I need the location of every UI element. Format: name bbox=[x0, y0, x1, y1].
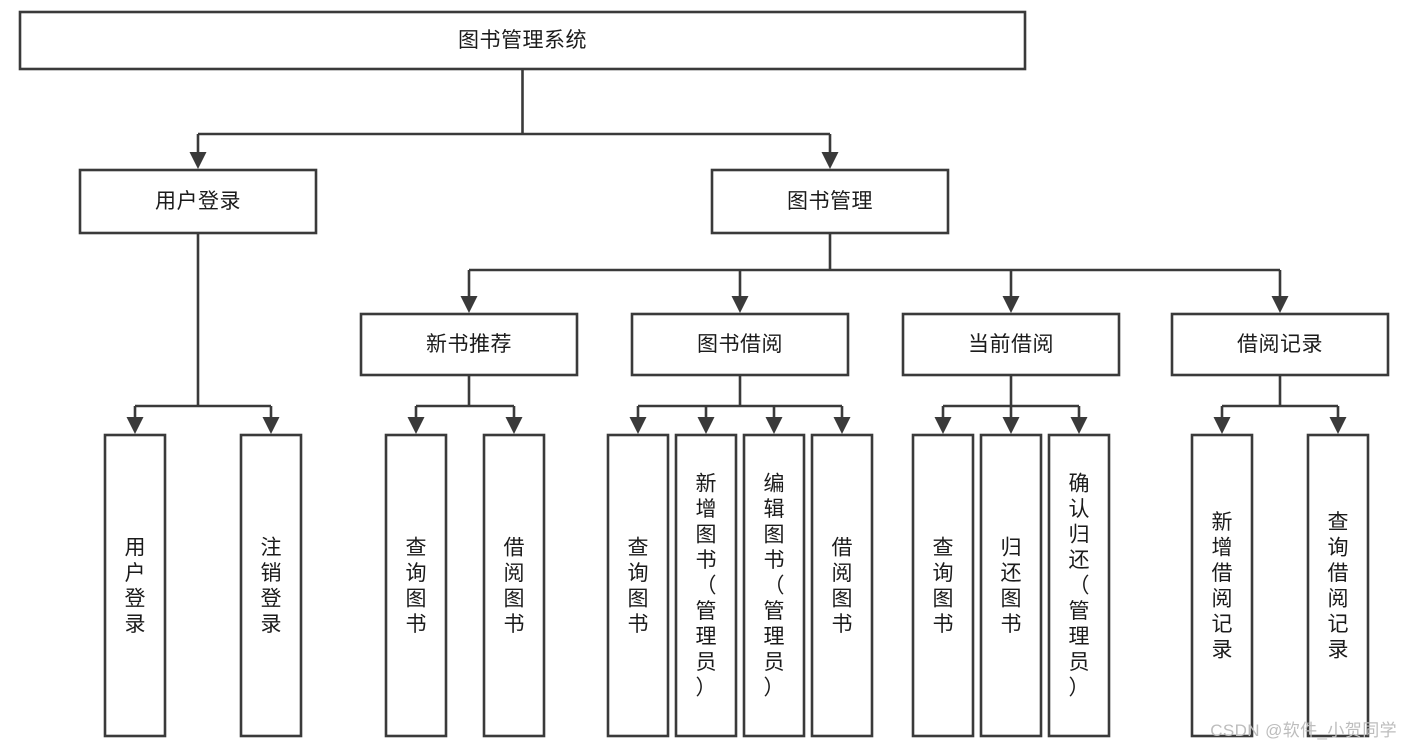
node-查询图书[interactable]: 查询图书 bbox=[911, 433, 975, 738]
node-box-leaf-12[interactable] bbox=[1306, 433, 1370, 738]
node-归还图书[interactable]: 归还图书 bbox=[979, 433, 1043, 738]
node-label: 确认归还（管理员） bbox=[1069, 473, 1090, 700]
arrow-head-icon bbox=[1002, 417, 1020, 434]
arrow-head-icon bbox=[1070, 417, 1088, 434]
node-用户登录[interactable]: 用户登录 bbox=[103, 433, 167, 738]
node-box-leaf-9[interactable] bbox=[979, 433, 1043, 738]
arrow-head-icon bbox=[697, 417, 715, 434]
node-用户登录[interactable]: 用户登录 bbox=[78, 168, 318, 235]
connector-layer bbox=[126, 69, 1347, 434]
arrow-head-icon bbox=[821, 152, 839, 169]
node-box-level3-0[interactable] bbox=[359, 312, 579, 377]
node-新书推荐[interactable]: 新书推荐 bbox=[359, 312, 579, 377]
node-label: 图书管理系统 bbox=[458, 29, 587, 52]
node-确认归还管理员[interactable]: 确认归还（管理员） bbox=[1047, 433, 1111, 738]
arrow-head-icon bbox=[189, 152, 207, 169]
node-box-leaf-4[interactable] bbox=[606, 433, 670, 738]
node-label: 借阅图书 bbox=[504, 536, 525, 636]
arrow-head-icon bbox=[460, 296, 478, 313]
node-label: 新增图书（管理员） bbox=[696, 473, 717, 700]
node-label: 借阅记录 bbox=[1237, 333, 1323, 356]
node-label: 编辑图书（管理员） bbox=[764, 473, 785, 700]
node-label: 新增借阅记录 bbox=[1212, 511, 1233, 662]
node-图书管理[interactable]: 图书管理 bbox=[710, 168, 950, 235]
arrow-head-icon bbox=[262, 417, 280, 434]
node-box-leaf-10[interactable] bbox=[1047, 433, 1111, 738]
arrow-head-icon bbox=[765, 417, 783, 434]
node-label: 图书管理 bbox=[787, 190, 873, 213]
node-label: 用户登录 bbox=[125, 536, 146, 636]
arrow-head-icon bbox=[731, 296, 749, 313]
arrow-head-icon bbox=[1213, 417, 1231, 434]
node-box-level3-1[interactable] bbox=[630, 312, 850, 377]
arrow-head-icon bbox=[629, 417, 647, 434]
node-box-leaf-3[interactable] bbox=[482, 433, 546, 738]
node-box-level3-2[interactable] bbox=[901, 312, 1121, 377]
node-box-level2-0[interactable] bbox=[78, 168, 318, 235]
node-查询图书[interactable]: 查询图书 bbox=[384, 433, 448, 738]
node-label: 注销登录 bbox=[261, 536, 282, 636]
node-label: 查询图书 bbox=[933, 536, 954, 636]
arrow-head-icon bbox=[833, 417, 851, 434]
node-图书管理系统[interactable]: 图书管理系统 bbox=[18, 10, 1027, 71]
node-label: 图书借阅 bbox=[697, 333, 783, 356]
node-查询借阅记录[interactable]: 查询借阅记录 bbox=[1306, 433, 1370, 738]
node-查询图书[interactable]: 查询图书 bbox=[606, 433, 670, 738]
arrow-head-icon bbox=[1002, 296, 1020, 313]
node-box-leaf-1[interactable] bbox=[239, 433, 303, 738]
node-box-leaf-11[interactable] bbox=[1190, 433, 1254, 738]
node-label: 查询图书 bbox=[406, 536, 427, 636]
node-box-leaf-5[interactable] bbox=[674, 433, 738, 738]
node-label: 借阅图书 bbox=[832, 536, 853, 636]
node-借阅图书[interactable]: 借阅图书 bbox=[810, 433, 874, 738]
arrow-head-icon bbox=[1271, 296, 1289, 313]
arrow-head-icon bbox=[505, 417, 523, 434]
node-label: 归还图书 bbox=[1001, 536, 1022, 636]
arrow-head-icon bbox=[1329, 417, 1347, 434]
arrow-head-icon bbox=[934, 417, 952, 434]
watermark-text: CSDN @软件_小贺同学 bbox=[1210, 721, 1397, 740]
node-box-leaf-7[interactable] bbox=[810, 433, 874, 738]
node-注销登录[interactable]: 注销登录 bbox=[239, 433, 303, 738]
node-box-leaf-2[interactable] bbox=[384, 433, 448, 738]
node-label: 查询图书 bbox=[628, 536, 649, 636]
node-编辑图书管理员[interactable]: 编辑图书（管理员） bbox=[742, 433, 806, 738]
node-图书借阅[interactable]: 图书借阅 bbox=[630, 312, 850, 377]
node-box-leaf-0[interactable] bbox=[103, 433, 167, 738]
node-layer: 图书管理系统用户登录图书管理新书推荐图书借阅当前借阅借阅记录用户登录注销登录查询… bbox=[18, 10, 1390, 738]
node-label: 查询借阅记录 bbox=[1328, 511, 1349, 662]
arrow-head-icon bbox=[407, 417, 425, 434]
node-box-level3-3[interactable] bbox=[1170, 312, 1390, 377]
node-label: 用户登录 bbox=[155, 190, 241, 213]
node-label: 新书推荐 bbox=[426, 333, 512, 356]
node-box-leaf-6[interactable] bbox=[742, 433, 806, 738]
node-借阅图书[interactable]: 借阅图书 bbox=[482, 433, 546, 738]
node-box-leaf-8[interactable] bbox=[911, 433, 975, 738]
node-label: 当前借阅 bbox=[968, 333, 1054, 356]
node-新增借阅记录[interactable]: 新增借阅记录 bbox=[1190, 433, 1254, 738]
node-新增图书管理员[interactable]: 新增图书（管理员） bbox=[674, 433, 738, 738]
node-当前借阅[interactable]: 当前借阅 bbox=[901, 312, 1121, 377]
arrow-head-icon bbox=[126, 417, 144, 434]
node-box-level2-1[interactable] bbox=[710, 168, 950, 235]
node-box-root-0[interactable] bbox=[18, 10, 1027, 71]
node-借阅记录[interactable]: 借阅记录 bbox=[1170, 312, 1390, 377]
